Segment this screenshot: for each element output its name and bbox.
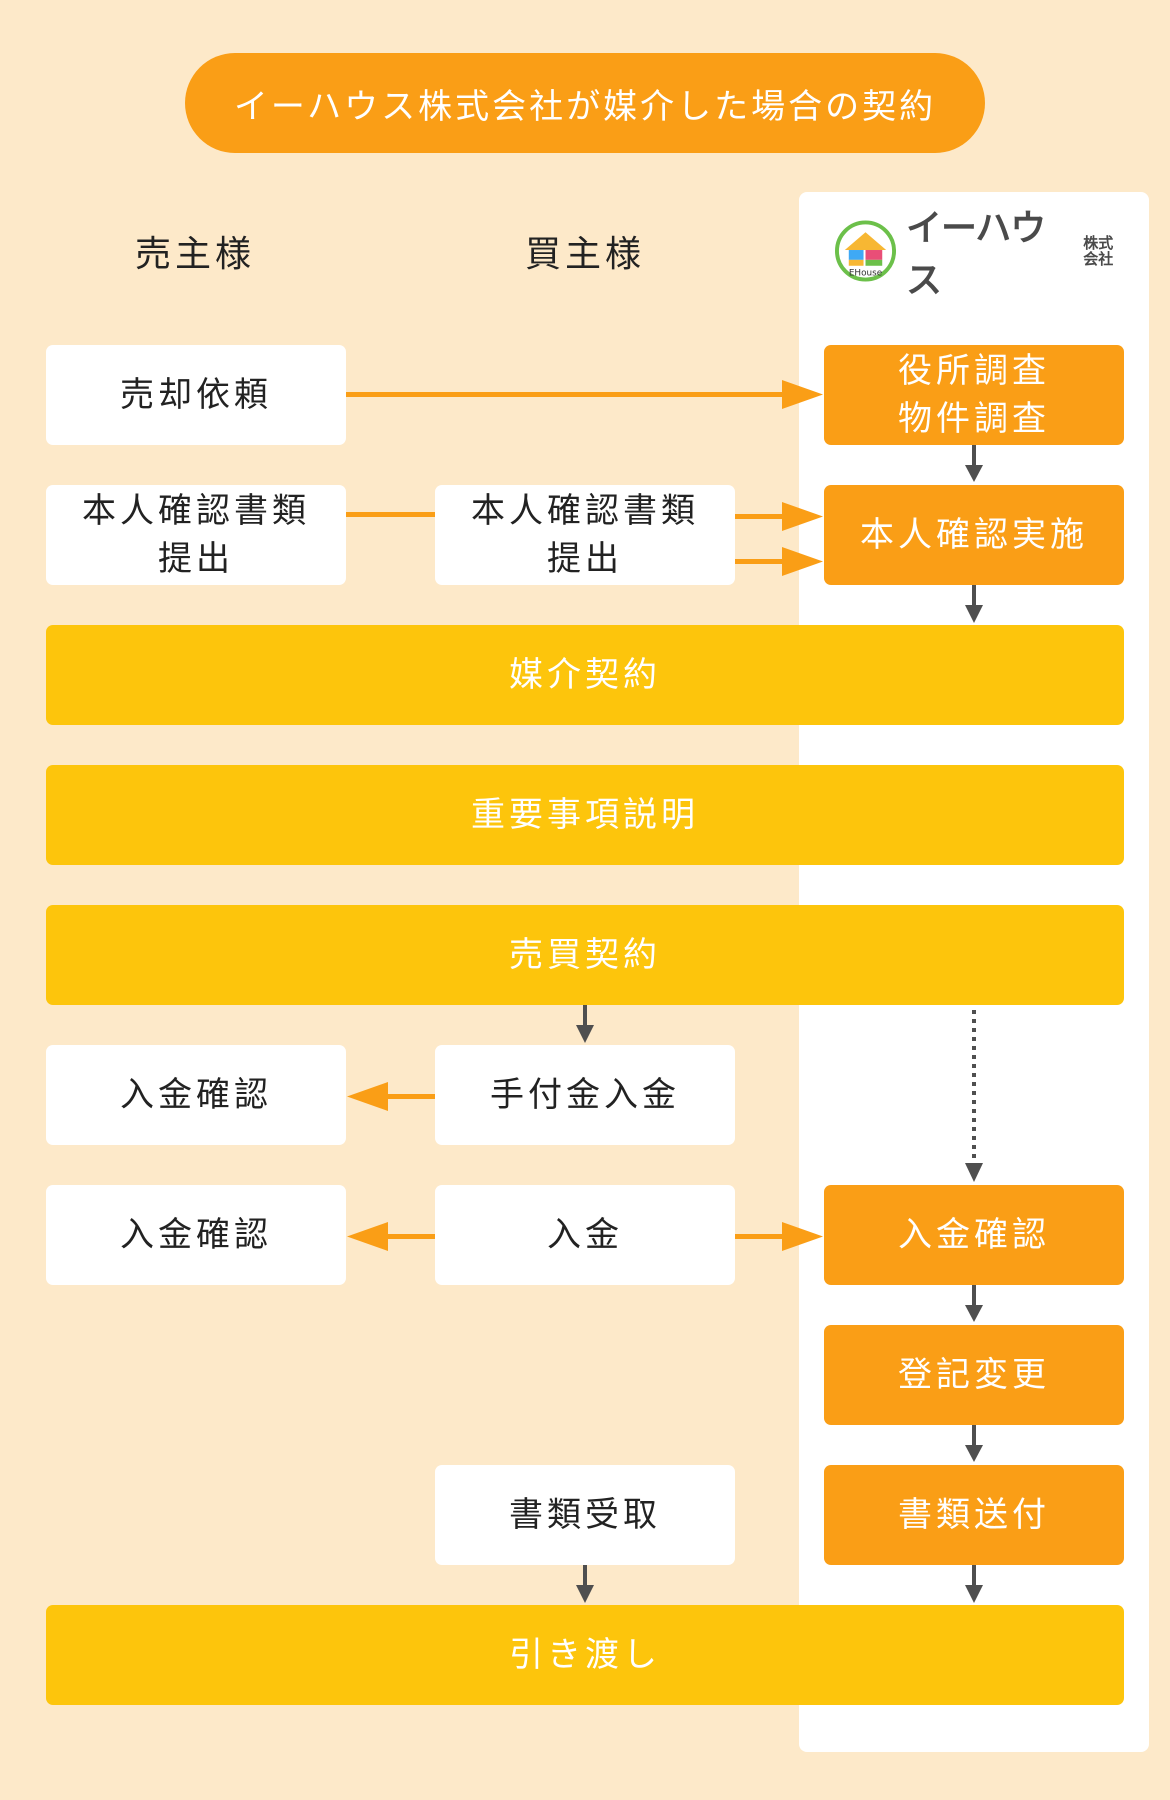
house-logo-icon: EHouse xyxy=(835,220,897,282)
arrow-head xyxy=(782,380,823,409)
company-survey: 役所調査 物件調査 xyxy=(824,345,1124,445)
arrow-payment-to-seller xyxy=(385,1234,435,1239)
buyer-deposit: 手付金入金 xyxy=(435,1045,735,1145)
seller-column-header: 売主様 xyxy=(134,234,255,275)
buyer-payment: 入金 xyxy=(435,1185,735,1285)
arrow-payment-to-company xyxy=(735,1234,785,1239)
arrow-deposit-to-check xyxy=(385,1094,435,1099)
company-registration: 登記変更 xyxy=(824,1325,1124,1425)
arrow-id-docs-2 xyxy=(735,559,785,564)
logo-suffix: 株式会社 xyxy=(1083,234,1114,268)
important-matters-bar: 重要事項説明 xyxy=(46,765,1124,865)
company-id-check: 本人確認実施 xyxy=(824,485,1124,585)
seller-sale-request: 売却依頼 xyxy=(46,345,346,445)
buyer-column-header: 買主様 xyxy=(524,234,645,275)
seller-payment-check-1: 入金確認 xyxy=(46,1045,346,1145)
logo-name: イーハウス xyxy=(906,208,1046,301)
company-payment-check: 入金確認 xyxy=(824,1185,1124,1285)
handover-bar: 引き渡し xyxy=(46,1605,1124,1705)
arrow-sale-to-survey xyxy=(345,392,785,397)
company-docs-sent: 書類送付 xyxy=(824,1465,1124,1565)
seller-id-docs: 本人確認書類 提出 xyxy=(46,485,346,585)
buyer-docs-received: 書類受取 xyxy=(435,1465,735,1565)
buyer-id-docs: 本人確認書類 提出 xyxy=(435,485,735,585)
line-id-docs xyxy=(345,512,435,517)
seller-payment-check-2: 入金確認 xyxy=(46,1185,346,1285)
brokerage-contract-bar: 媒介契約 xyxy=(46,625,1124,725)
logo-badge-text: EHouse xyxy=(849,269,882,279)
page-title: イーハウス株式会社が媒介した場合の契約 xyxy=(185,53,985,153)
arrow-id-docs-1 xyxy=(735,514,785,519)
sales-contract-bar: 売買契約 xyxy=(46,905,1124,1005)
company-logo: EHouse イーハウス 株式会社 xyxy=(835,208,1115,301)
